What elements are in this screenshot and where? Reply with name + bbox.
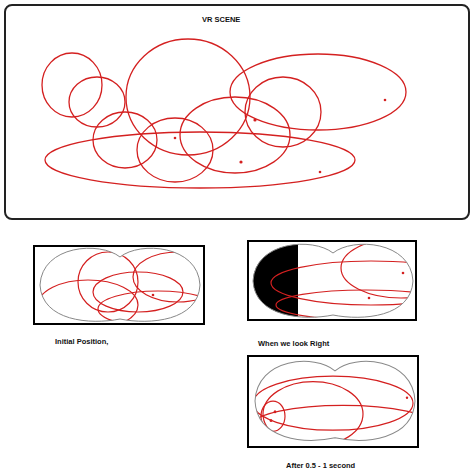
view-panel: When we look Right: [247, 240, 417, 321]
panel-caption: Initial Position,: [55, 337, 108, 346]
goggle-view: [251, 238, 471, 328]
view-panel: After 0.5 - 1 second: [247, 355, 419, 448]
goggle-view: [38, 248, 223, 330]
scene-ellipses: [42, 39, 406, 188]
panel-caption: When we look Right: [258, 339, 329, 348]
scene-title: VR SCENE: [202, 15, 240, 24]
scene-dots: [174, 99, 387, 174]
goggle-view: [253, 361, 433, 446]
scene-box: VR SCENE: [4, 4, 470, 220]
panel-caption: After 0.5 - 1 second: [286, 461, 355, 470]
view-panel: Initial Position,: [33, 245, 205, 325]
